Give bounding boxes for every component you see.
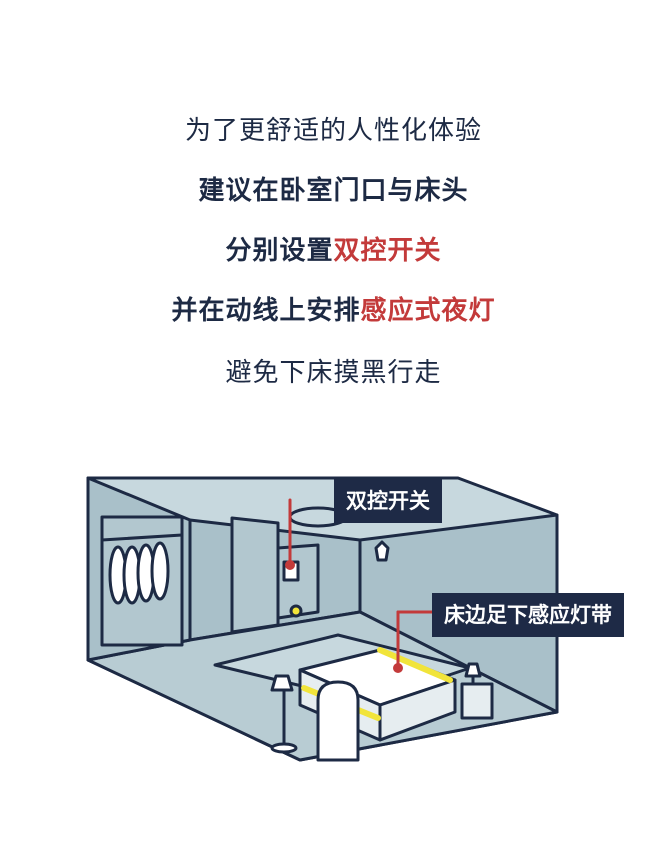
- wall-sconce-icon: [374, 540, 390, 562]
- bed-end: [378, 678, 457, 742]
- partition-wall: [230, 516, 280, 634]
- line-4-highlight: 感应式夜灯: [360, 296, 496, 326]
- switch-callout: 双控开关: [334, 479, 442, 523]
- headboard: [316, 680, 360, 762]
- intro-line-4: 并在动线上安排感应式夜灯: [0, 296, 667, 326]
- floor-lamp-icon: [270, 674, 294, 692]
- bedside-table: [460, 682, 494, 720]
- table-lamp-icon: [464, 662, 482, 678]
- line-3-prefix: 分别设置: [225, 236, 334, 266]
- intro-line-3: 分别设置双控开关: [0, 236, 667, 266]
- line-3-highlight: 双控开关: [333, 236, 442, 266]
- intro-line-1: 为了更舒适的人性化体验: [184, 116, 482, 146]
- sensor-light: [289, 604, 303, 618]
- intro-line-5: 避免下床摸黑行走: [225, 358, 442, 388]
- line-4-prefix: 并在动线上安排: [171, 296, 361, 326]
- intro-line-2: 建议在卧室门口与床头: [198, 176, 469, 206]
- strip-callout: 床边足下感应灯带: [432, 593, 624, 637]
